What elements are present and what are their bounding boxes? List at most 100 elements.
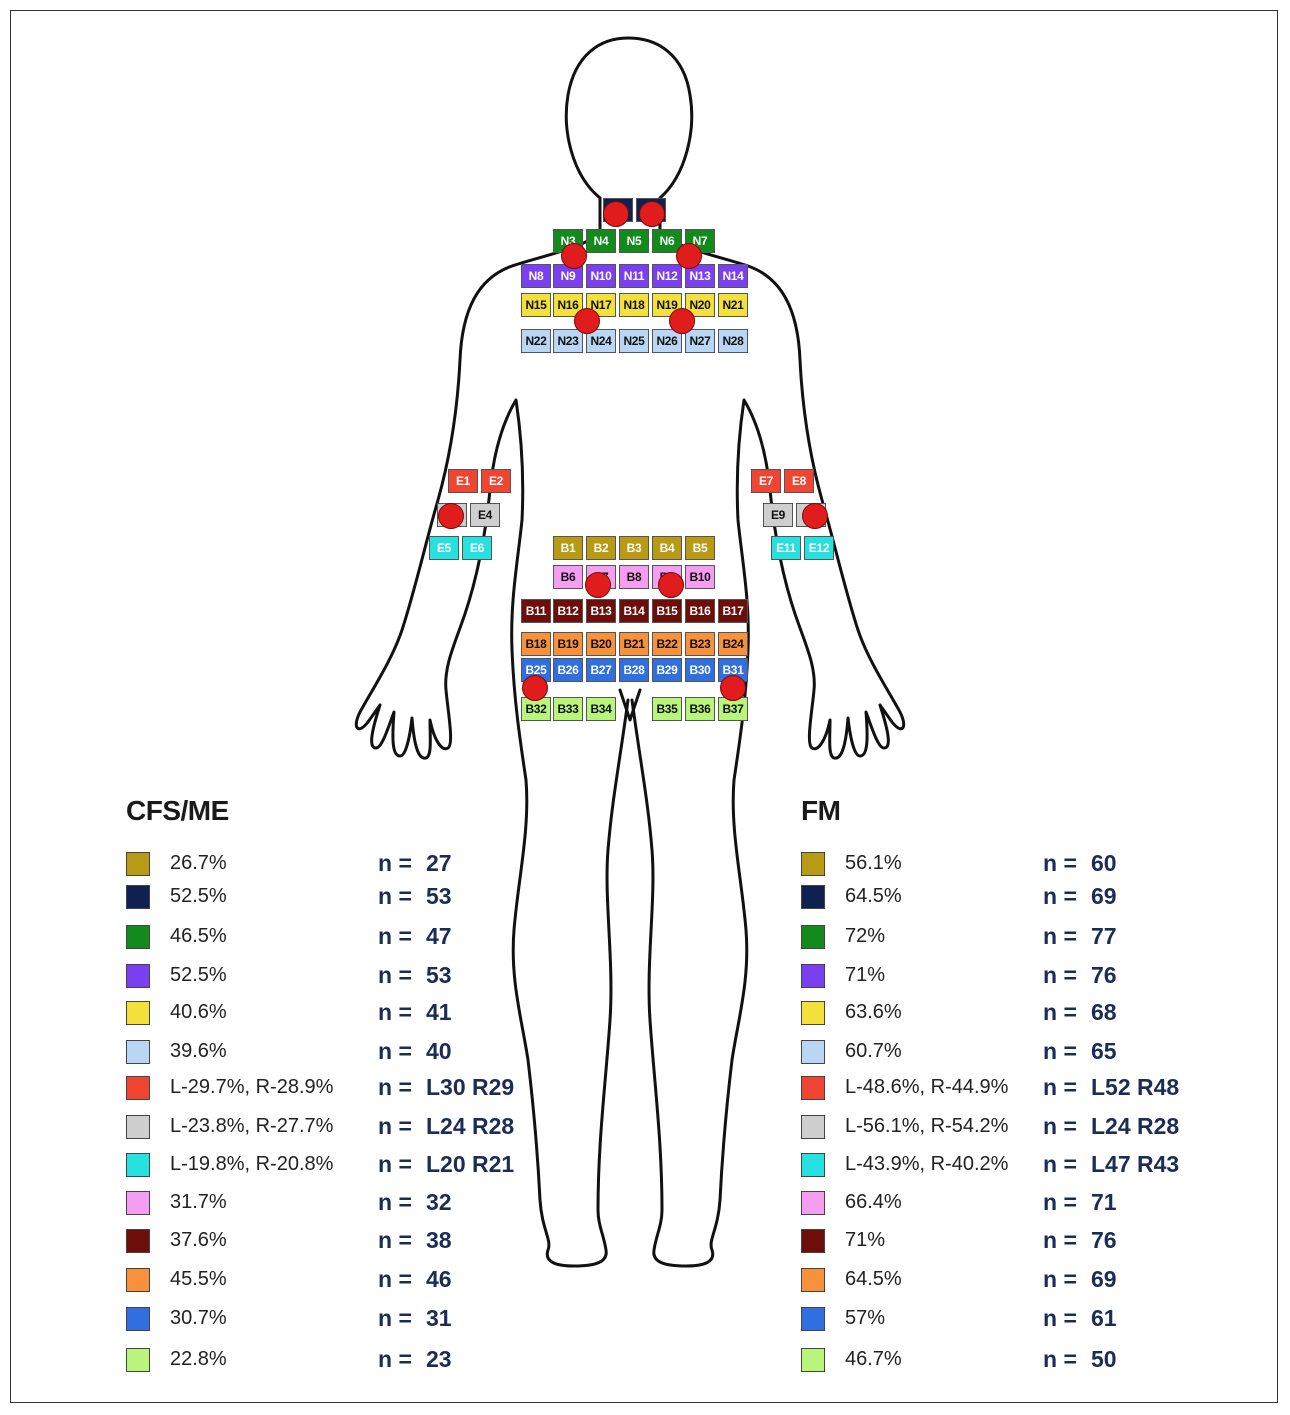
legend-n-label: n = — [378, 1266, 412, 1293]
legend-n-label: n = — [1043, 962, 1077, 989]
legend-percentage: 46.7% — [845, 1348, 902, 1371]
legend-n-value: L30 R29 — [426, 1074, 514, 1101]
legend-swatch — [126, 1268, 150, 1292]
tender-point-dot — [603, 201, 629, 227]
region-cell-b33: B33 — [553, 697, 583, 721]
legend-n-value: L24 R28 — [426, 1113, 514, 1140]
legend-n-value: 53 — [426, 962, 452, 989]
legend-swatch — [801, 1076, 825, 1100]
legend-percentage: 45.5% — [170, 1268, 227, 1291]
legend-percentage: 56.1% — [845, 852, 902, 875]
legend-n-label: n = — [378, 1189, 412, 1216]
tender-point-dot — [561, 243, 587, 269]
legend-n-label: n = — [378, 962, 412, 989]
region-cell-b10: B10 — [685, 565, 715, 589]
region-cell-n5: N5 — [619, 229, 649, 253]
legend-swatch — [801, 1348, 825, 1372]
legend-percentage: 39.6% — [170, 1040, 227, 1063]
legend-n-value: 69 — [1091, 1266, 1117, 1293]
legend-n-label: n = — [1043, 1113, 1077, 1140]
legend-n-value: L20 R21 — [426, 1151, 514, 1178]
legend-swatch — [801, 1153, 825, 1177]
legend-n-label: n = — [378, 1151, 412, 1178]
legend-n-value: L47 R43 — [1091, 1151, 1179, 1178]
region-cell-b8: B8 — [619, 565, 649, 589]
legend-percentage: 64.5% — [845, 885, 902, 908]
legend-percentage: 37.6% — [170, 1229, 227, 1252]
region-cell-e12: E12 — [804, 536, 834, 560]
legend-n-label: n = — [1043, 1305, 1077, 1332]
region-cell-b11: B11 — [521, 599, 551, 623]
legend-row: L-56.1%, R-54.2%n =L24 R28 — [801, 1111, 1221, 1141]
legend-n-value: 53 — [426, 883, 452, 910]
region-cell-e7: E7 — [751, 469, 781, 493]
legend-percentage: 30.7% — [170, 1307, 227, 1330]
legend-percentage: 31.7% — [170, 1191, 227, 1214]
region-cell-e1: E1 — [448, 469, 478, 493]
legend-n-label: n = — [1043, 1227, 1077, 1254]
legend-row: 56.1% n = 60 — [801, 848, 1221, 878]
legend-n-value: 60 — [1091, 850, 1117, 877]
legend-n-label: n = — [1043, 850, 1077, 877]
legend-n-label: n = — [378, 1074, 412, 1101]
legend-n-value: 23 — [426, 1346, 452, 1373]
legend-percentage: 46.5% — [170, 925, 227, 948]
legend-percentage: L-56.1%, R-54.2% — [845, 1115, 1008, 1138]
legend-row: L-43.9%, R-40.2%n =L47 R43 — [801, 1149, 1221, 1179]
legend-row: 64.5%n =69 — [801, 881, 1221, 911]
region-cell-b21: B21 — [619, 632, 649, 656]
region-cell-b28: B28 — [619, 658, 649, 682]
legend-percentage: 66.4% — [845, 1191, 902, 1214]
legend-cfs: CFS/ME 26.7%n =2752.5%n =5346.5%n =4752.… — [126, 795, 546, 1395]
region-cell-b4: B4 — [652, 536, 682, 560]
legend-percentage: L-19.8%, R-20.8% — [170, 1153, 333, 1176]
legend-n-value: 50 — [1091, 1346, 1117, 1373]
legend-n-value: 41 — [426, 999, 452, 1026]
legend-swatch — [126, 964, 150, 988]
legend-row: 57%n =61 — [801, 1303, 1221, 1333]
legend-row: 52.5%n =53 — [126, 960, 546, 990]
legend-swatch — [801, 1191, 825, 1215]
region-cell-n10: N10 — [586, 264, 616, 288]
legend-row: L-23.8%, R-27.7% n = L24 R28 — [126, 1111, 546, 1141]
legend-swatch — [801, 1040, 825, 1064]
region-cell-b20: B20 — [586, 632, 616, 656]
region-cell-b34: B34 — [586, 697, 616, 721]
legend-swatch — [126, 1115, 150, 1139]
legend-row: 60.7%n =65 — [801, 1036, 1221, 1066]
legend-n-value: 65 — [1091, 1038, 1117, 1065]
legend-percentage: L-23.8%, R-27.7% — [170, 1115, 333, 1138]
legend-n-label: n = — [1043, 1151, 1077, 1178]
legend-swatch — [801, 1115, 825, 1139]
legend-row: 46.5%n =47 — [126, 921, 546, 951]
legend-percentage: 64.5% — [845, 1268, 902, 1291]
legend-percentage: 72% — [845, 925, 885, 948]
legend-swatch — [801, 1001, 825, 1025]
legend-n-label: n = — [378, 923, 412, 950]
legend-swatch — [126, 885, 150, 909]
legend-n-label: n = — [378, 850, 412, 877]
legend-n-label: n = — [1043, 923, 1077, 950]
legend-n-label: n = — [1043, 1346, 1077, 1373]
legend-fm-title: FM — [801, 795, 840, 827]
legend-n-label: n = — [378, 1113, 412, 1140]
legend-row: 72%n =77 — [801, 921, 1221, 951]
region-cell-n22: N22 — [521, 329, 551, 353]
legend-percentage: 71% — [845, 1229, 885, 1252]
region-cell-b12: B12 — [553, 599, 583, 623]
legend-n-value: 31 — [426, 1305, 452, 1332]
legend-n-value: 71 — [1091, 1189, 1117, 1216]
legend-swatch — [126, 1348, 150, 1372]
legend-row: 66.4%n =71 — [801, 1187, 1221, 1217]
region-cell-e11: E11 — [771, 536, 801, 560]
legend-swatch — [801, 1229, 825, 1253]
legend-n-label: n = — [378, 1305, 412, 1332]
legend-percentage: L-29.7%, R-28.9% — [170, 1076, 333, 1099]
legend-row: 30.7% n = 31 — [126, 1303, 546, 1333]
legend-n-label: n = — [378, 1038, 412, 1065]
region-cell-b19: B19 — [553, 632, 583, 656]
tender-point-dot — [658, 572, 684, 598]
legend-swatch — [126, 1040, 150, 1064]
legend-n-value: 32 — [426, 1189, 452, 1216]
legend-swatch — [126, 925, 150, 949]
